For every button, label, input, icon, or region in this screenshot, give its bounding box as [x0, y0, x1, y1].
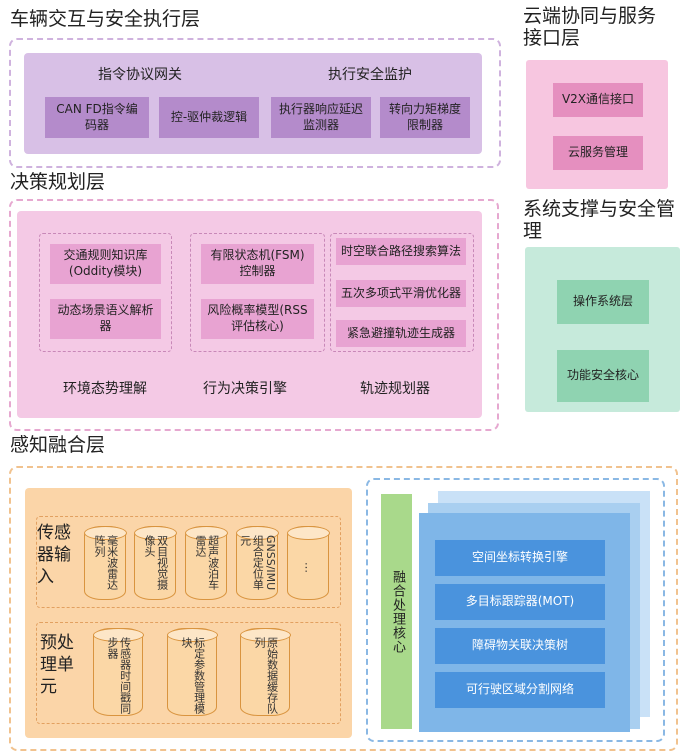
- traffic-rule-knowledge: 交通规则知识库(Oddity模块): [50, 244, 161, 284]
- quintic-smoothing-optimizer: 五次多项式平滑优化器: [336, 280, 466, 307]
- decision-layer-title: 决策规划层: [10, 171, 106, 193]
- coordinate-transform-engine: 空间坐标转换引擎: [435, 540, 605, 576]
- actuator-latency-monitor: 执行器响应延迟监测器: [271, 97, 371, 138]
- arbitration-logic: 控-驱仲裁逻辑: [159, 97, 259, 138]
- timestamp-synchronizer: 传感器时间戳同步器: [92, 628, 144, 716]
- gateway-label: 指令协议网关: [98, 67, 182, 83]
- spatiotemporal-path-search: 时空联合路径搜索算法: [336, 238, 466, 265]
- env-group-frame: [39, 233, 172, 352]
- fusion-frame: [366, 478, 665, 742]
- sensor-input-frame: [36, 516, 341, 608]
- env-understanding-label: 环境态势理解: [63, 381, 147, 397]
- emergency-avoidance-generator: 紧急避撞轨迹生成器: [336, 320, 466, 347]
- fsm-controller: 有限状态机(FSM)控制器: [201, 244, 314, 284]
- mmwave-radar-array: 毫米波雷达阵列: [83, 526, 127, 600]
- fusion-core-label: 融合处理核心: [381, 494, 412, 729]
- preprocess-frame: [36, 622, 341, 724]
- cloud-service-management: 云服务管理: [553, 136, 643, 170]
- calibration-manager: 标定参数管理模块: [166, 628, 218, 716]
- more-sensors: …: [286, 526, 330, 600]
- perception-layer-frame: [9, 466, 678, 751]
- stereo-camera: 双目视觉摄像头: [133, 526, 177, 600]
- perception-layer-title: 感知融合层: [10, 434, 106, 456]
- gnss-imu-unit: GNSS/IMU组合定位单元: [235, 526, 279, 600]
- vehicle-layer-frame: [9, 38, 501, 168]
- raw-data-buffer-queue: 原始数据缓存队列: [239, 628, 291, 716]
- behavior-group-frame: [190, 233, 325, 352]
- behavior-engine-label: 行为决策引擎: [203, 381, 287, 397]
- rss-risk-model: 风险概率模型(RSS评估核心): [201, 299, 314, 339]
- decision-layer-frame: [9, 199, 499, 431]
- preprocess-label: 预处理单元: [40, 633, 74, 698]
- functional-safety-core: 功能安全核心: [557, 350, 649, 402]
- trajectory-planner-label: 轨迹规划器: [360, 381, 430, 397]
- cloud-layer-title: 云端协同与服务接口层: [523, 5, 657, 49]
- monitor-label: 执行安全监护: [328, 67, 412, 83]
- trajectory-group-frame: [330, 233, 474, 352]
- steering-torque-limiter: 转向力矩梯度限制器: [380, 97, 470, 138]
- ultrasonic-parking-radar: 超声波泊车雷达: [184, 526, 228, 600]
- os-layer: 操作系统层: [557, 280, 649, 324]
- sensor-input-label: 传感器输入: [37, 523, 71, 588]
- can-fd-encoder: CAN FD指令编码器: [45, 97, 149, 138]
- scene-semantic-parser: 动态场景语义解析器: [50, 299, 161, 339]
- v2x-interface: V2X通信接口: [553, 83, 643, 117]
- vehicle-layer-title: 车辆交互与安全执行层: [10, 8, 201, 30]
- drivable-area-segmentation: 可行驶区域分割网络: [435, 672, 605, 708]
- obstacle-association-tree: 障碍物关联决策树: [435, 628, 605, 664]
- support-layer-title: 系统支撑与安全管理: [523, 198, 676, 242]
- multi-object-tracker: 多目标跟踪器(MOT): [435, 584, 605, 620]
